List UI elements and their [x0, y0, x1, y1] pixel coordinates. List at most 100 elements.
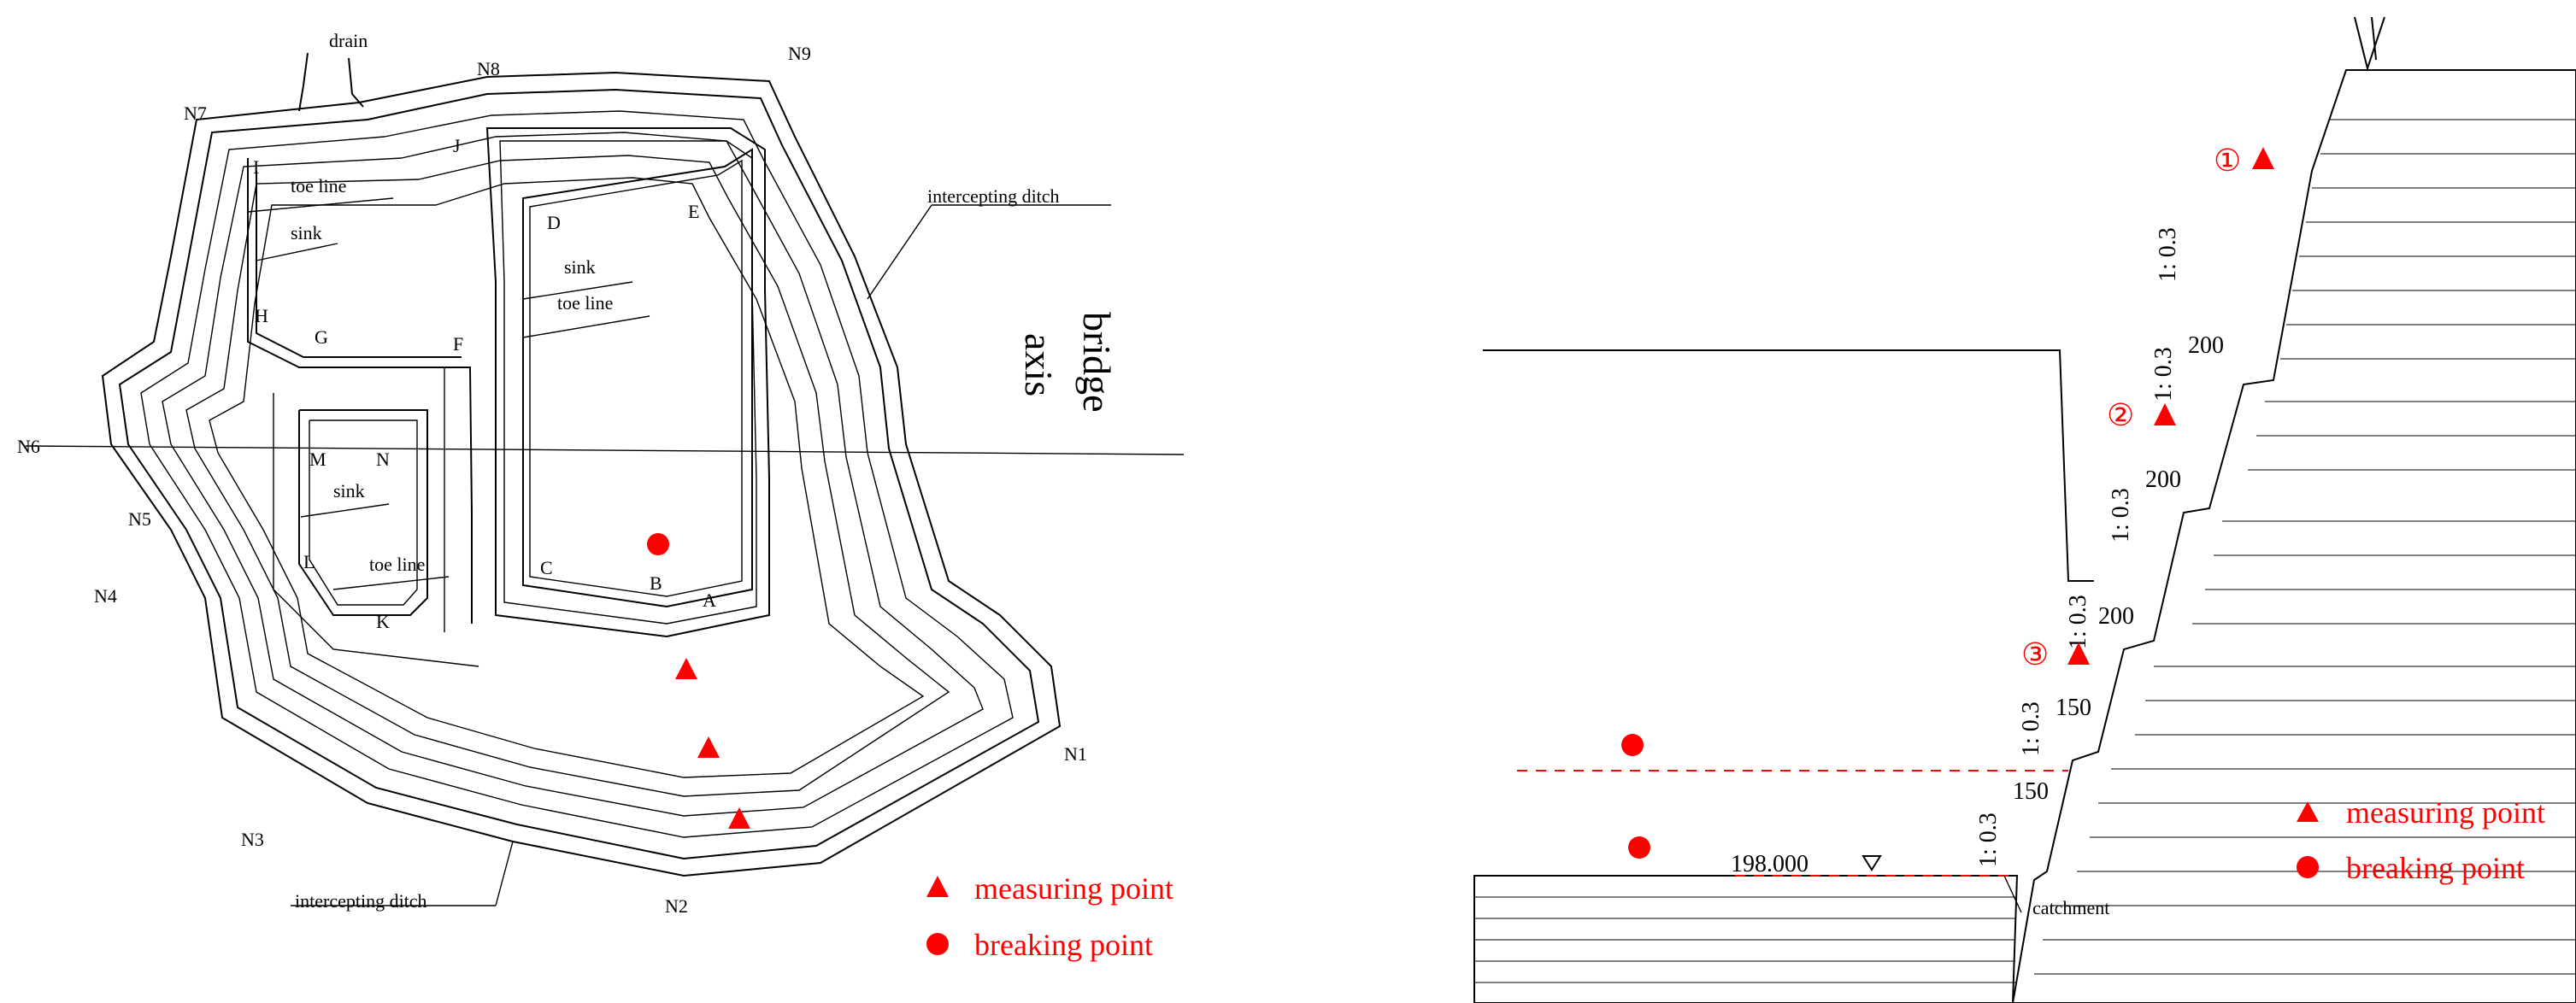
- node-n5: N5: [128, 508, 151, 530]
- legend-measuring-point: measuring point: [974, 871, 1173, 906]
- slope-ratio-6: 1: 0.3: [1975, 812, 2002, 867]
- node-n4: N4: [94, 585, 117, 607]
- label-intercepting-ditch-1: intercepting ditch: [927, 185, 1060, 207]
- corner-g: G: [315, 326, 328, 348]
- original-ground-line: [1483, 349, 2094, 582]
- section-legend-circle-icon: [2297, 856, 2319, 878]
- label-toe-line-2: toe line: [557, 292, 613, 314]
- leader-sink-2: [522, 281, 633, 300]
- berm-width-5: 150: [2013, 778, 2049, 805]
- label-drain: drain: [329, 30, 368, 51]
- node-n6: N6: [17, 436, 40, 457]
- node-n2: N2: [665, 895, 688, 917]
- left-pit-wall-2: [273, 393, 479, 667]
- leader-toe-line-3: [332, 576, 450, 590]
- catchment-label: catchment: [2032, 897, 2109, 918]
- berm-width-4: 150: [2056, 695, 2091, 721]
- legend-circle-icon: [926, 933, 949, 955]
- section-measuring-marker-1: [2252, 147, 2274, 169]
- corner-d: D: [547, 212, 561, 233]
- slope-ratio-3: 1: 0.3: [2108, 488, 2134, 543]
- berm-width-3: 200: [2098, 603, 2134, 630]
- section-view: 198.000 1: 0.3 1: 0.3 1: 0.3 1: 0.3 1: 0…: [1473, 16, 2576, 1003]
- berm-width-1: 200: [2188, 332, 2224, 359]
- label-bridge: bridge: [1075, 312, 1119, 413]
- node-n1: N1: [1064, 743, 1087, 765]
- corner-i: I: [253, 156, 259, 178]
- left-pit-sink-inner: [309, 419, 418, 606]
- corner-l: L: [303, 551, 315, 572]
- elevation-marker-icon: [1861, 855, 1882, 871]
- leader-toe-line-2: [522, 315, 650, 338]
- label-toe-line-1: toe line: [291, 175, 346, 196]
- corner-h: H: [255, 305, 268, 326]
- label-toe-line-3: toe line: [369, 554, 425, 575]
- bench-contour-3: [185, 155, 950, 797]
- breaking-point-marker: [647, 533, 669, 555]
- measuring-point-label-1: ①: [2214, 144, 2241, 178]
- measuring-point-label-2: ②: [2107, 398, 2134, 432]
- berm-width-2: 200: [2145, 466, 2181, 493]
- legend-triangle-icon: [926, 876, 949, 897]
- outer-ditch-contour-2: [118, 88, 1040, 860]
- bridge-axis-line: [25, 445, 1185, 455]
- ground-hatching: [1474, 896, 2015, 983]
- section-legend-measuring-point: measuring point: [2346, 795, 2545, 830]
- node-n8: N8: [477, 58, 500, 79]
- node-n9: N9: [788, 43, 811, 64]
- top-drain: [2354, 16, 2385, 72]
- corner-e: E: [688, 201, 699, 222]
- section-measuring-marker-3: [2067, 642, 2090, 665]
- corner-a: A: [703, 589, 716, 611]
- corner-c: C: [540, 557, 553, 578]
- outer-ditch-contour: [101, 71, 1062, 877]
- rock-body: [2011, 69, 2576, 1003]
- corner-b: B: [650, 572, 662, 594]
- bench-contour-1: [140, 110, 1014, 838]
- left-pit-sink: [298, 409, 428, 616]
- rock-hatching: [2034, 119, 2576, 975]
- left-pit-upper: [247, 158, 473, 624]
- leader-intercepting-ditch-2: [495, 841, 514, 906]
- measuring-point-marker-2: [697, 736, 720, 758]
- label-sink-2: sink: [564, 256, 596, 278]
- corner-k: K: [376, 611, 390, 632]
- label-sink-3: sink: [333, 480, 365, 502]
- node-n7: N7: [184, 103, 207, 124]
- section-legend-breaking-point: breaking point: [2346, 851, 2525, 885]
- measuring-point-marker-1: [675, 658, 697, 679]
- legend-breaking-point: breaking point: [974, 928, 1153, 962]
- section-legend-triangle-icon: [2297, 801, 2319, 822]
- corner-n: N: [376, 449, 390, 470]
- section-measuring-marker-2: [2154, 403, 2176, 425]
- corner-j: J: [453, 135, 461, 156]
- label-sink-1: sink: [291, 222, 322, 243]
- slope-ratio-1: 1: 0.3: [2155, 227, 2181, 282]
- section-breaking-point-1: [1621, 734, 1644, 756]
- leader-intercepting-ditch-1: [867, 204, 932, 300]
- leader-sink-1: [256, 243, 338, 261]
- pit-inner-outline-2: [499, 140, 757, 625]
- label-intercepting-ditch-2: intercepting ditch: [295, 890, 427, 912]
- sub-pit-deabc-inner: [529, 159, 743, 597]
- drain-stub-2: [348, 57, 364, 108]
- measuring-point-marker-3: [728, 807, 750, 829]
- corner-f: F: [453, 333, 463, 355]
- leader-sink-3: [300, 503, 390, 518]
- top-drain-2: [2371, 16, 2377, 61]
- left-pit-mid: [256, 171, 462, 358]
- elevation-label: 198.000: [1731, 851, 1808, 877]
- node-n3: N3: [241, 829, 264, 850]
- measuring-point-label-3: ③: [2021, 637, 2049, 672]
- slope-ratio-2: 1: 0.3: [2150, 347, 2177, 402]
- corner-m: M: [309, 449, 326, 470]
- leader-toe-line-1: [247, 197, 394, 213]
- bench-contour-2: [162, 132, 984, 817]
- drain-stub: [298, 52, 309, 112]
- slope-ratio-5: 1: 0.3: [2018, 701, 2044, 756]
- plan-view: A B C D E F G H I J K L M N N1 N2 N3 N4 …: [17, 30, 1185, 962]
- sub-pit-deabc: [522, 148, 753, 608]
- slope-ratio-4: 1: 0.3: [2065, 595, 2091, 649]
- pit-inner-outline: [485, 127, 770, 638]
